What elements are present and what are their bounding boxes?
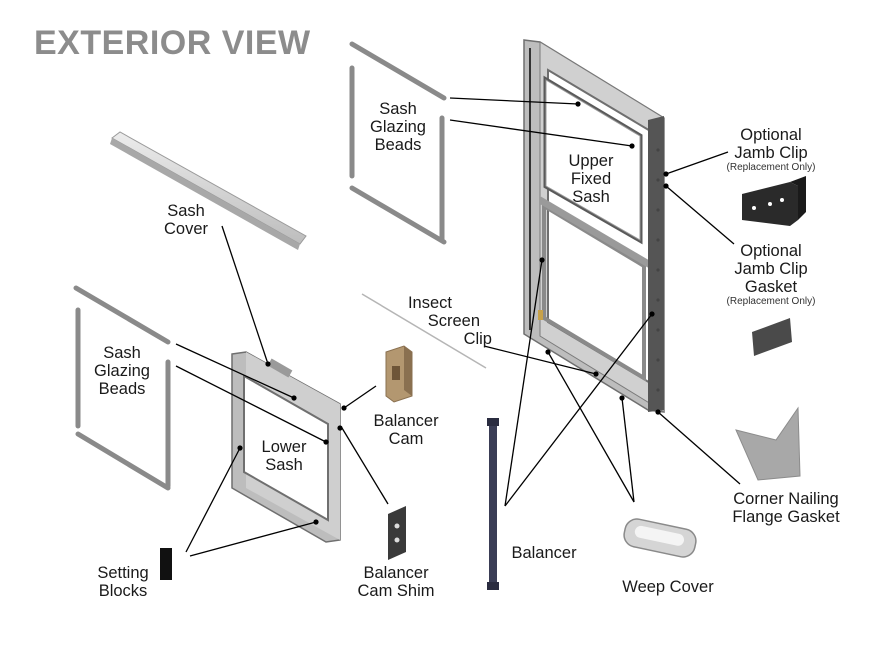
page-title: EXTERIOR VIEW — [34, 24, 311, 62]
leader-dots — [237, 101, 669, 525]
label-optional-jamb-clip: Optional Jamb Clip (Replacement Only) — [726, 126, 816, 173]
jamb-clip — [742, 176, 806, 226]
label-lower-sash: Lower Sash — [261, 438, 307, 474]
sash-cover — [110, 131, 307, 250]
label-balancer-cam: Balancer Cam — [373, 412, 439, 448]
balancer-cam — [385, 345, 413, 403]
balancer-rod — [487, 418, 499, 590]
label-sash-cover: Sash Cover — [163, 202, 208, 238]
corner-flange-gasket — [735, 406, 801, 481]
upper-glazing-beads — [349, 41, 447, 245]
jamb-clip-gasket — [752, 318, 792, 356]
leader-lines — [175, 97, 741, 557]
label-optional-jamb-clip-gasket: Optional Jamb Clip Gasket (Replacement O… — [726, 242, 816, 307]
label-setting-blocks: Setting Blocks — [97, 564, 149, 600]
weep-cover — [623, 518, 697, 558]
setting-block — [160, 548, 172, 580]
label-upper-fixed-sash: Upper Fixed Sash — [568, 152, 614, 206]
lower-sash — [231, 351, 341, 543]
label-balancer-cam-shim: Balancer Cam Shim — [357, 564, 435, 600]
insect-screen-clip — [361, 293, 487, 369]
balancer-cam-shim — [388, 506, 406, 560]
label-balancer: Balancer — [511, 544, 577, 562]
label-insect-screen-clip: Insect Screen Clip — [407, 294, 492, 348]
main-window-frame — [523, 39, 665, 413]
label-sash-glazing-beads-upper: Sash Glazing Beads — [370, 100, 426, 154]
label-corner-nailing-flange-gasket: Corner Nailing Flange Gasket — [732, 490, 840, 526]
label-sash-glazing-beads-lower: Sash Glazing Beads — [94, 344, 150, 398]
label-weep-cover: Weep Cover — [622, 578, 714, 596]
lower-glazing-beads — [73, 285, 171, 491]
